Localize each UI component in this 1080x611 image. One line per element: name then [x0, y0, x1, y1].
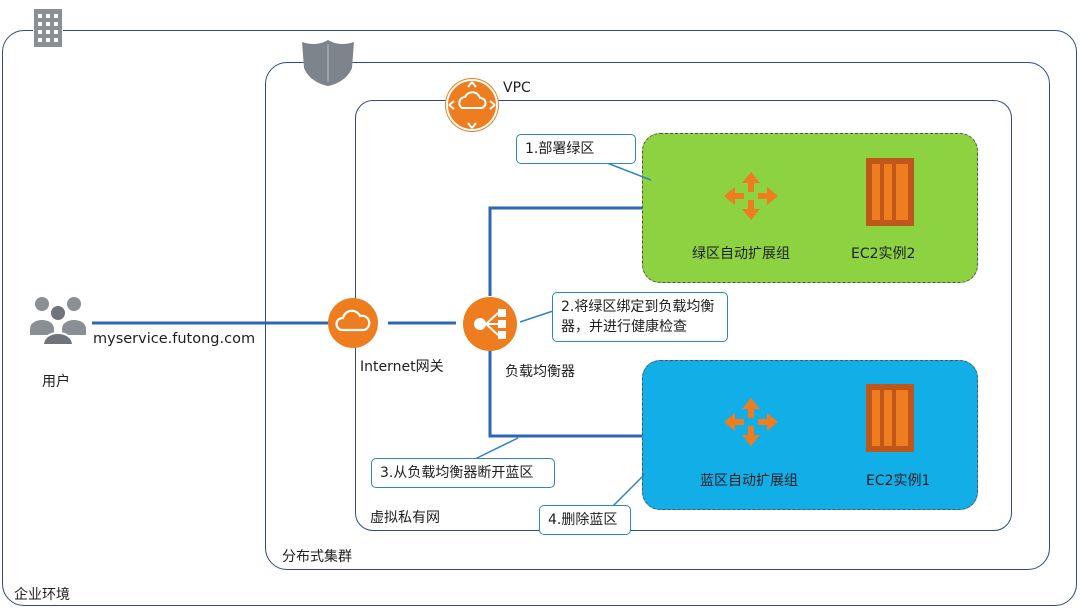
blue-ec2-label: EC2实例1: [866, 473, 931, 489]
step2-callout: 2.将绿区绑定到负载均衡器，并进行健康检查: [552, 292, 728, 342]
ec2-instance-icon: [866, 384, 914, 452]
shield-icon: [300, 38, 356, 88]
building-icon: [33, 8, 63, 48]
enterprise-label: 企业环境: [14, 587, 70, 603]
user-label: 用户: [42, 374, 70, 390]
step3-callout: 3.从负载均衡器断开蓝区: [371, 458, 555, 488]
auto-scaling-icon: [722, 396, 780, 448]
cloud-gateway-icon[interactable]: [328, 298, 378, 348]
step1-callout: 1.部署绿区: [516, 134, 636, 164]
private-net-label: 虚拟私有网: [370, 510, 440, 526]
green-ec2-label: EC2实例2: [851, 246, 916, 262]
vpc-title: VPC: [503, 80, 531, 96]
step4-callout: 4.删除蓝区: [539, 505, 631, 535]
auto-scaling-icon: [722, 170, 780, 222]
gateway-label: Internet网关: [360, 359, 444, 375]
vpc-router-icon: [445, 78, 499, 132]
load-balancer-label: 负载均衡器: [505, 364, 575, 380]
enterprise-frame: [2, 30, 1077, 606]
green-asg-label: 绿区自动扩展组: [692, 246, 790, 262]
green-zone: [642, 133, 978, 283]
cluster-label: 分布式集群: [282, 549, 352, 565]
cluster-frame: [265, 62, 1050, 570]
users-icon: [28, 293, 90, 349]
domain-label: myservice.futong.com: [93, 331, 256, 347]
ec2-instance-icon: [866, 158, 914, 226]
blue-asg-label: 蓝区自动扩展组: [700, 473, 798, 489]
blue-zone: [642, 360, 978, 510]
load-balancer-icon[interactable]: [463, 297, 517, 351]
